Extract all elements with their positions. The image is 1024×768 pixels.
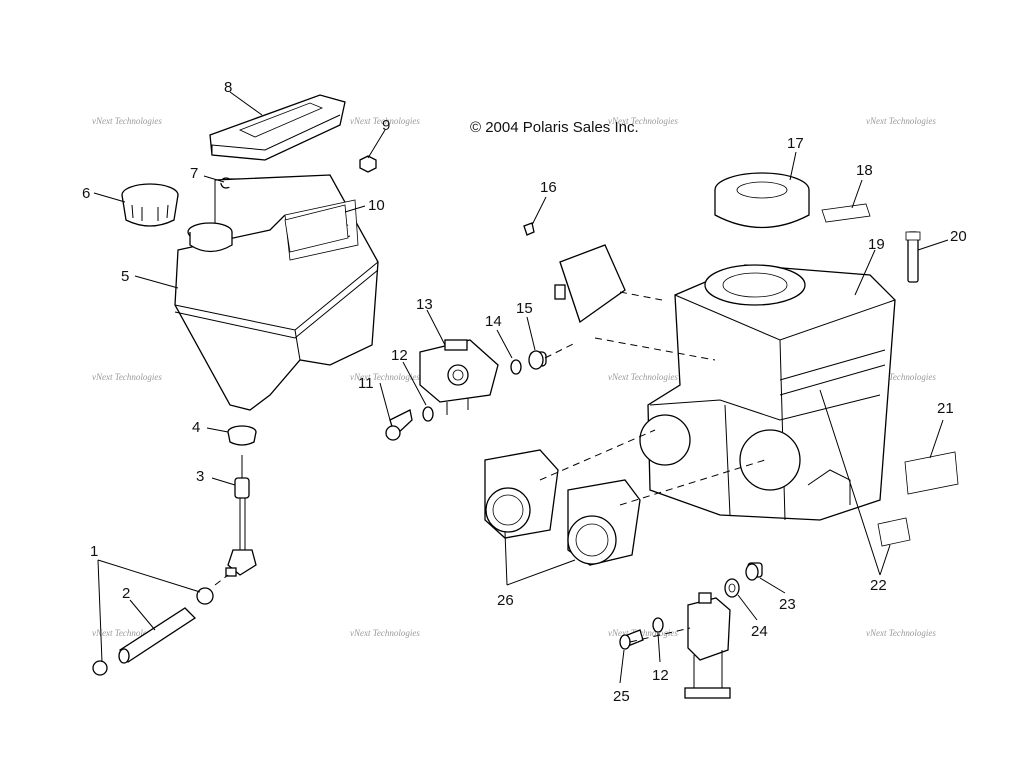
watermark: vNext Technologies [92, 116, 162, 126]
callouts: 1 2 3 4 5 6 7 8 9 10 11 12 13 14 15 16 1… [82, 79, 967, 705]
part-bracket [684, 592, 731, 699]
callout-20: 20 [950, 228, 967, 245]
part-washer-12b [652, 617, 664, 633]
callout-12-lower: 12 [652, 667, 669, 684]
callout-9: 9 [382, 117, 390, 134]
watermark: vNext Technologies [866, 372, 936, 382]
watermark: vNext Technologies [608, 628, 678, 638]
callout-26: 26 [497, 592, 514, 609]
part-grommet [227, 425, 257, 446]
watermark: vNext Technologies [350, 116, 420, 126]
watermark: vNext Technologies [92, 628, 162, 638]
part-screw-25 [619, 629, 644, 650]
callout-18: 18 [856, 162, 873, 179]
callout-17: 17 [787, 135, 804, 152]
assembly-lines [214, 291, 766, 643]
part-decal-18 [821, 203, 871, 223]
watermark: vNext Technologies [350, 628, 420, 638]
callout-19: 19 [868, 236, 885, 253]
part-washer-24 [724, 578, 740, 598]
part-cover [209, 94, 346, 161]
part-decal-21 [904, 451, 959, 495]
callout-7: 7 [190, 165, 198, 182]
part-bushing-15 [528, 350, 547, 370]
callout-12: 12 [391, 347, 408, 364]
callout-10: 10 [368, 197, 385, 214]
callout-11: 11 [358, 375, 374, 392]
callout-21: 21 [937, 400, 954, 417]
callout-2: 2 [122, 585, 130, 602]
watermark: vNext Technologies [350, 372, 420, 382]
callout-24: 24 [751, 623, 768, 640]
watermark: vNext Technologies [608, 116, 678, 126]
part-decal-22 [877, 517, 911, 547]
part-airbox [639, 264, 896, 521]
part-oil-pump [419, 339, 499, 415]
callout-22: 22 [870, 577, 887, 594]
part-hose [118, 607, 197, 664]
part-nut-9 [359, 155, 377, 173]
callout-23: 23 [779, 596, 796, 613]
part-pickup [225, 455, 257, 577]
callout-4: 4 [192, 419, 200, 436]
part-intake-boots [484, 449, 641, 566]
callout-13: 13 [416, 296, 433, 313]
callout-6: 6 [82, 185, 90, 202]
callout-5: 5 [121, 268, 129, 285]
part-label-10 [284, 204, 349, 253]
part-oil-tank [174, 174, 379, 411]
watermark: vNext Technologies [866, 116, 936, 126]
watermark: vNext Technologies [608, 372, 678, 382]
copyright-text: © 2004 Polaris Sales Inc. [470, 119, 639, 136]
watermarks: vNext Technologies vNext Technologies vN… [92, 116, 936, 638]
part-washer-14 [510, 359, 522, 375]
watermark: vNext Technologies [866, 628, 936, 638]
part-foam-ring [714, 172, 810, 229]
callout-25: 25 [613, 688, 630, 705]
callout-14: 14 [485, 313, 502, 330]
part-cdi-box [554, 244, 626, 324]
callout-8: 8 [224, 79, 232, 96]
watermark: vNext Technologies [92, 372, 162, 382]
callout-15: 15 [516, 300, 533, 317]
callout-16: 16 [540, 179, 557, 196]
part-fitting-23 [745, 562, 763, 581]
part-strap [905, 231, 921, 283]
callout-1: 1 [90, 543, 98, 560]
part-bolt-11 [385, 409, 413, 441]
part-cap [121, 183, 179, 227]
callout-3: 3 [196, 468, 204, 485]
part-washer-12 [422, 406, 434, 422]
part-clamps [92, 587, 214, 676]
part-screw-16 [523, 222, 535, 236]
leader-lines [93, 91, 949, 684]
